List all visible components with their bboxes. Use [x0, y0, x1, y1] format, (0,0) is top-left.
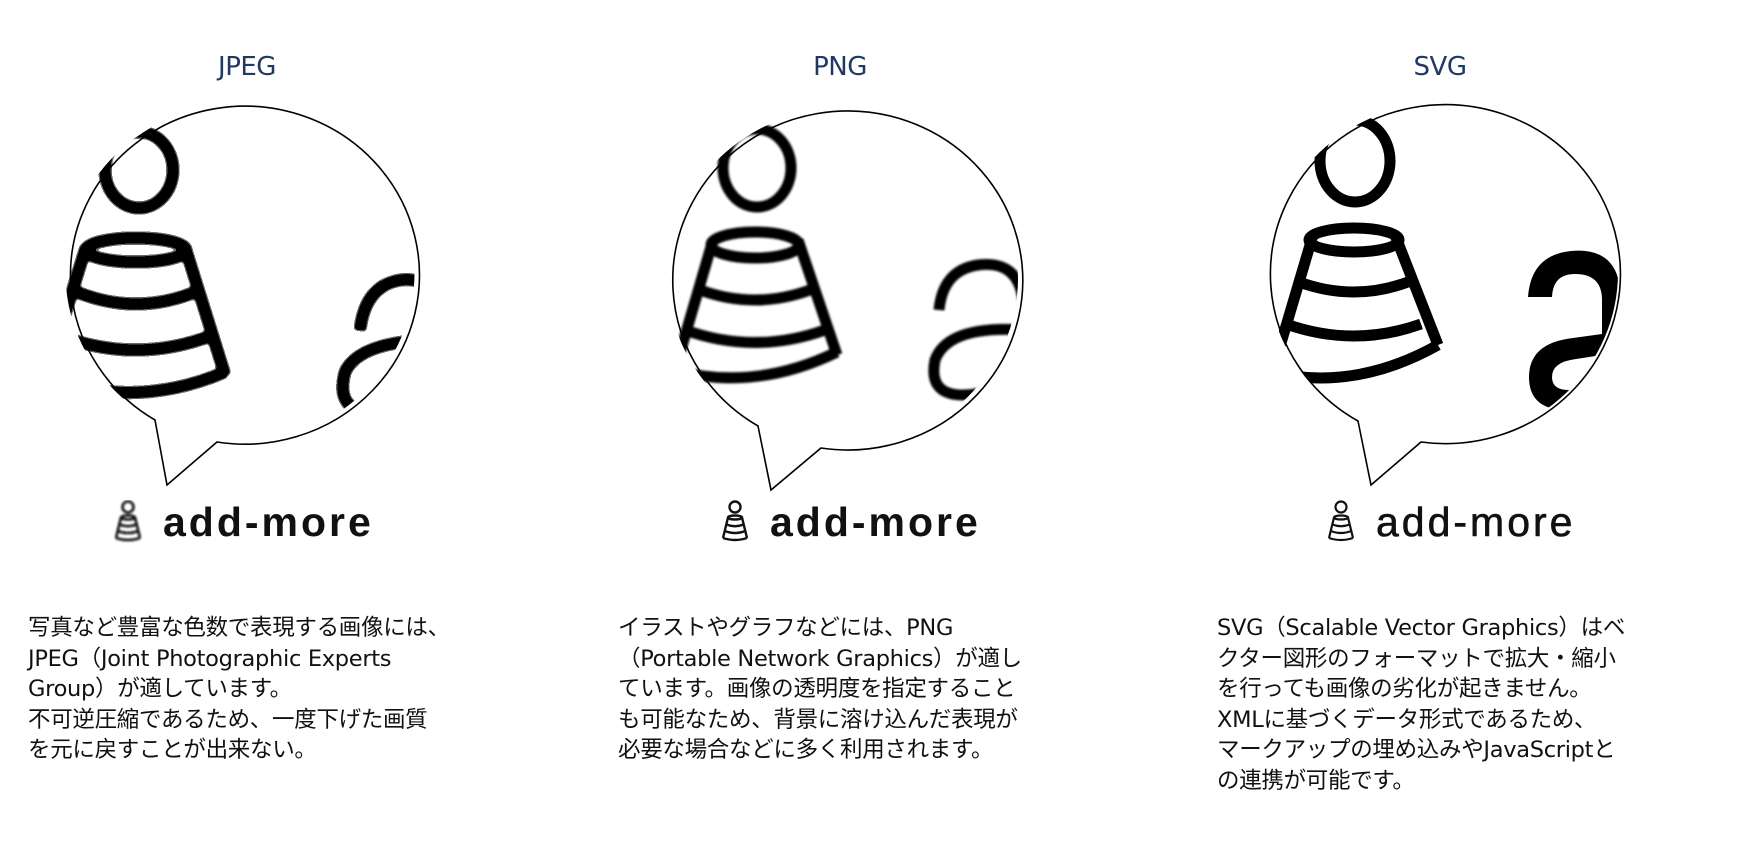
format-column-png: PNG	[603, 0, 1183, 854]
description-line: イラストやグラフなどには、PNG	[618, 615, 954, 641]
add-more-logo-jpeg: add-more	[113, 498, 374, 544]
add-more-logo-text: add-more	[770, 499, 981, 545]
bubble-outline	[1269, 103, 1622, 487]
magnifier-bubble-jpeg	[65, 104, 421, 487]
magnifier-bubble-svg	[1268, 103, 1622, 487]
magnified-logo-png-icon	[669, 123, 1018, 401]
description-line: JPEG（Joint Photographic Experts	[28, 645, 392, 672]
description-line: も可能なため、背景に溶け込んだ表現が	[618, 706, 1018, 733]
format-title-png: PNG	[813, 52, 867, 82]
bubble-outline	[672, 110, 1024, 492]
format-column-jpeg: JPEG	[0, 0, 580, 854]
add-more-logo-text: add-more	[1376, 499, 1576, 545]
description-line: の連携が可能です。	[1217, 767, 1415, 794]
add-more-cone-icon	[1327, 500, 1355, 542]
magnified-logo-svg-icon	[1268, 114, 1618, 412]
description-line: Group）が適しています。	[28, 676, 292, 703]
description-line: を元に戻すことが出来ない。	[28, 737, 317, 764]
description-line: 不可逆圧縮であるため、一度下げた画質	[28, 706, 428, 733]
magnified-logo-jpeg-icon	[65, 104, 415, 420]
format-description-jpeg: 写真など豊富な色数で表現する画像には、 JPEG（Joint Photograp…	[28, 613, 508, 766]
description-line: クター図形のフォーマットで拡大・縮小	[1217, 645, 1616, 672]
add-more-cone-icon	[114, 500, 142, 542]
magnifier-bubble-png	[669, 110, 1024, 492]
description-line: （Portable Network Graphics）が適し	[618, 645, 1022, 672]
add-more-logo-png: add-more	[720, 498, 981, 544]
add-more-logo-svg: add-more	[1326, 498, 1575, 544]
format-description-svg: SVG（Scalable Vector Graphics）はベ クター図形のフォ…	[1217, 613, 1697, 797]
description-line: 写真など豊富な色数で表現する画像には、	[28, 615, 450, 641]
format-description-png: イラストやグラフなどには、PNG （Portable Network Graph…	[618, 613, 1098, 766]
description-line: マークアップの埋め込みやJavaScriptと	[1217, 737, 1616, 764]
add-more-cone-icon	[721, 500, 749, 542]
description-line: 必要な場合などに多く利用されます。	[618, 737, 994, 764]
description-line: XMLに基づくデータ形式であるため、	[1217, 706, 1597, 733]
bubble-outline	[69, 105, 421, 487]
format-title-svg: SVG	[1413, 52, 1467, 82]
format-column-svg: SVG	[1203, 0, 1740, 854]
add-more-logo-text: add-more	[163, 499, 374, 545]
description-line: ています。画像の透明度を指定すること	[618, 676, 1016, 703]
format-title-jpeg: JPEG	[218, 52, 276, 82]
description-line: SVG（Scalable Vector Graphics）はベ	[1217, 615, 1626, 641]
description-line: を行っても画像の劣化が起きません。	[1217, 676, 1592, 703]
